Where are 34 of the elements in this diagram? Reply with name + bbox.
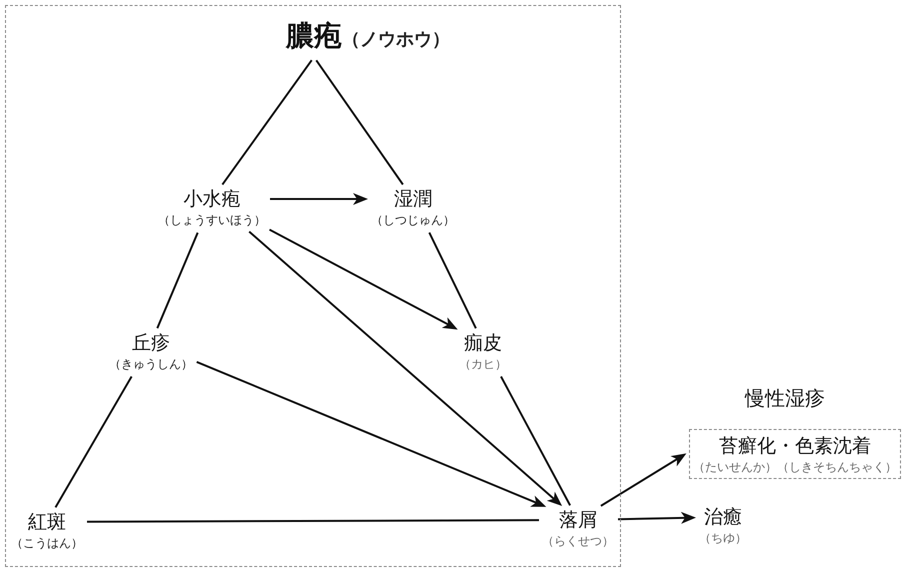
dashed-frame — [5, 5, 621, 567]
term-label: 紅斑 — [28, 510, 66, 534]
term-label: 治癒 — [704, 505, 742, 529]
arrow — [248, 230, 562, 506]
arrow — [196, 360, 546, 507]
reading-label: （こうはん） — [11, 535, 83, 552]
reading-label: （たいせんか）（しきそちんちゃく） — [693, 458, 897, 476]
reading-label: （しょうすいほう） — [158, 212, 266, 229]
reading-label: （きゅうしん） — [109, 356, 193, 373]
connector-line — [156, 232, 199, 329]
connector-line — [315, 60, 404, 186]
term-label: 小水疱 — [184, 187, 240, 211]
reading-label: （ノウホウ） — [342, 28, 450, 52]
reading-label: （カヒ） — [459, 356, 507, 373]
term-label: 痂皮 — [464, 331, 502, 355]
group-label: 慢性湿疹 — [745, 385, 825, 411]
connector-line — [54, 376, 132, 508]
dashed-box — [689, 429, 901, 479]
reading-label: （しつじゅん） — [371, 212, 455, 229]
term-label: 落屑 — [559, 508, 597, 532]
term-label: 膿疱 — [286, 19, 342, 53]
term-label: 苔癬化・色素沈着 — [719, 434, 871, 458]
arrow — [618, 512, 696, 524]
term-label: 湿潤 — [394, 187, 432, 211]
connector-line — [428, 232, 477, 329]
term-label: 丘疹 — [132, 331, 170, 355]
reading-label: （ちゆ） — [699, 530, 747, 547]
connector-line — [222, 60, 313, 186]
arrow — [600, 453, 686, 507]
connector-line — [500, 376, 571, 506]
arrow — [270, 193, 368, 205]
connector-line — [87, 519, 539, 523]
arrow — [269, 228, 458, 330]
reading-label: （らくせつ） — [542, 533, 614, 550]
